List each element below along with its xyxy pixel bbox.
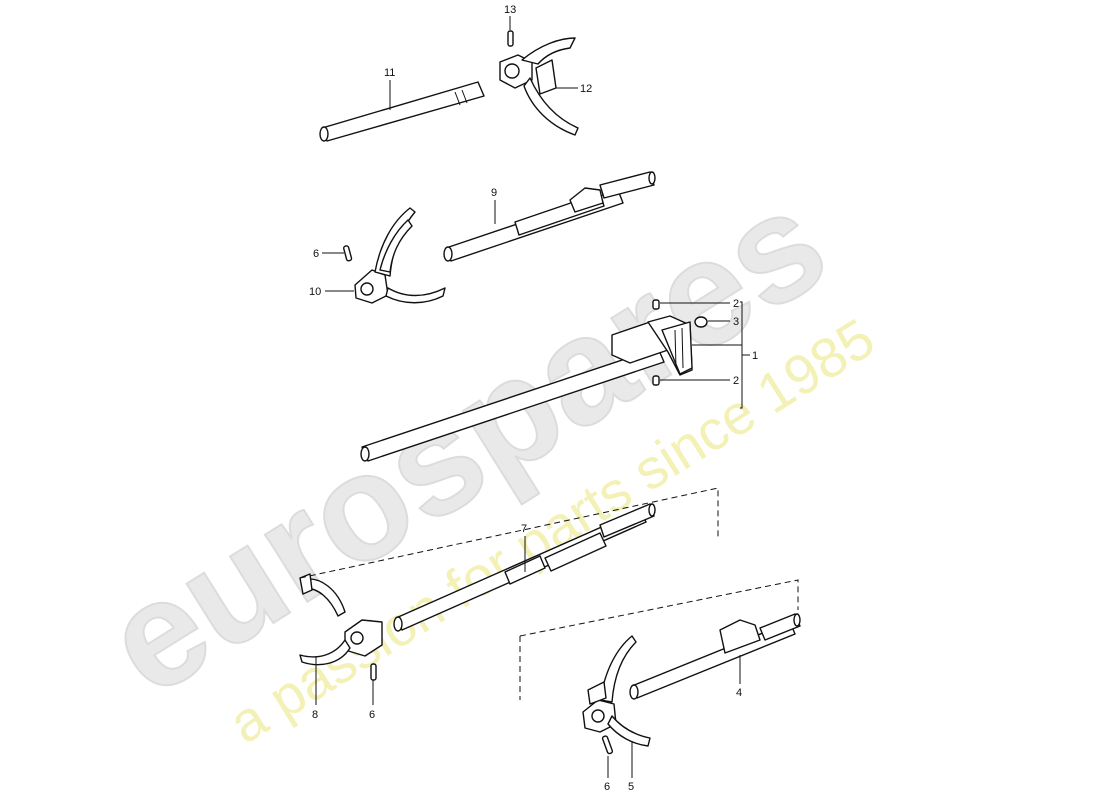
spring-2-lower	[652, 375, 660, 386]
callout-5: 5	[628, 781, 634, 793]
group-outline-4	[519, 579, 799, 700]
callout-2-lower: 2	[733, 375, 739, 387]
callout-6-middle: 6	[369, 709, 375, 721]
callout-7: 7	[521, 523, 527, 535]
callout-12: 12	[580, 83, 592, 95]
callout-13: 13	[504, 4, 516, 16]
callout-8: 8	[312, 709, 318, 721]
callouts: 13 12 11 9 6 10 2 3 1 2 7 8 6 4 5 6	[309, 4, 758, 793]
shift-rod-11	[319, 81, 485, 142]
shift-fork-5	[582, 635, 651, 747]
pin-6-middle	[370, 663, 377, 681]
callout-6-lower: 6	[604, 781, 610, 793]
spring-2-upper	[652, 299, 660, 310]
shift-fork-12	[499, 37, 579, 136]
shift-fork-8	[299, 573, 383, 666]
pin-13	[507, 30, 514, 47]
group-outline-7	[299, 487, 719, 579]
shift-rod-4	[629, 613, 801, 700]
callout-11: 11	[384, 67, 395, 79]
leader-lines	[315, 16, 741, 778]
callout-9: 9	[491, 187, 497, 199]
callout-2-upper: 2	[733, 298, 739, 310]
ball-3	[694, 316, 708, 328]
callout-6-upper: 6	[313, 248, 319, 260]
pin-6-upper	[343, 245, 353, 262]
shift-rod-assembly-1	[360, 315, 693, 462]
callout-1: 1	[752, 350, 758, 362]
callout-10: 10	[309, 286, 321, 298]
callout-4: 4	[736, 687, 742, 699]
shift-fork-10	[354, 207, 446, 304]
bracket-1	[692, 301, 750, 409]
pin-6-lower	[601, 735, 614, 755]
shift-rod-9	[443, 171, 656, 262]
callout-3: 3	[733, 316, 739, 328]
